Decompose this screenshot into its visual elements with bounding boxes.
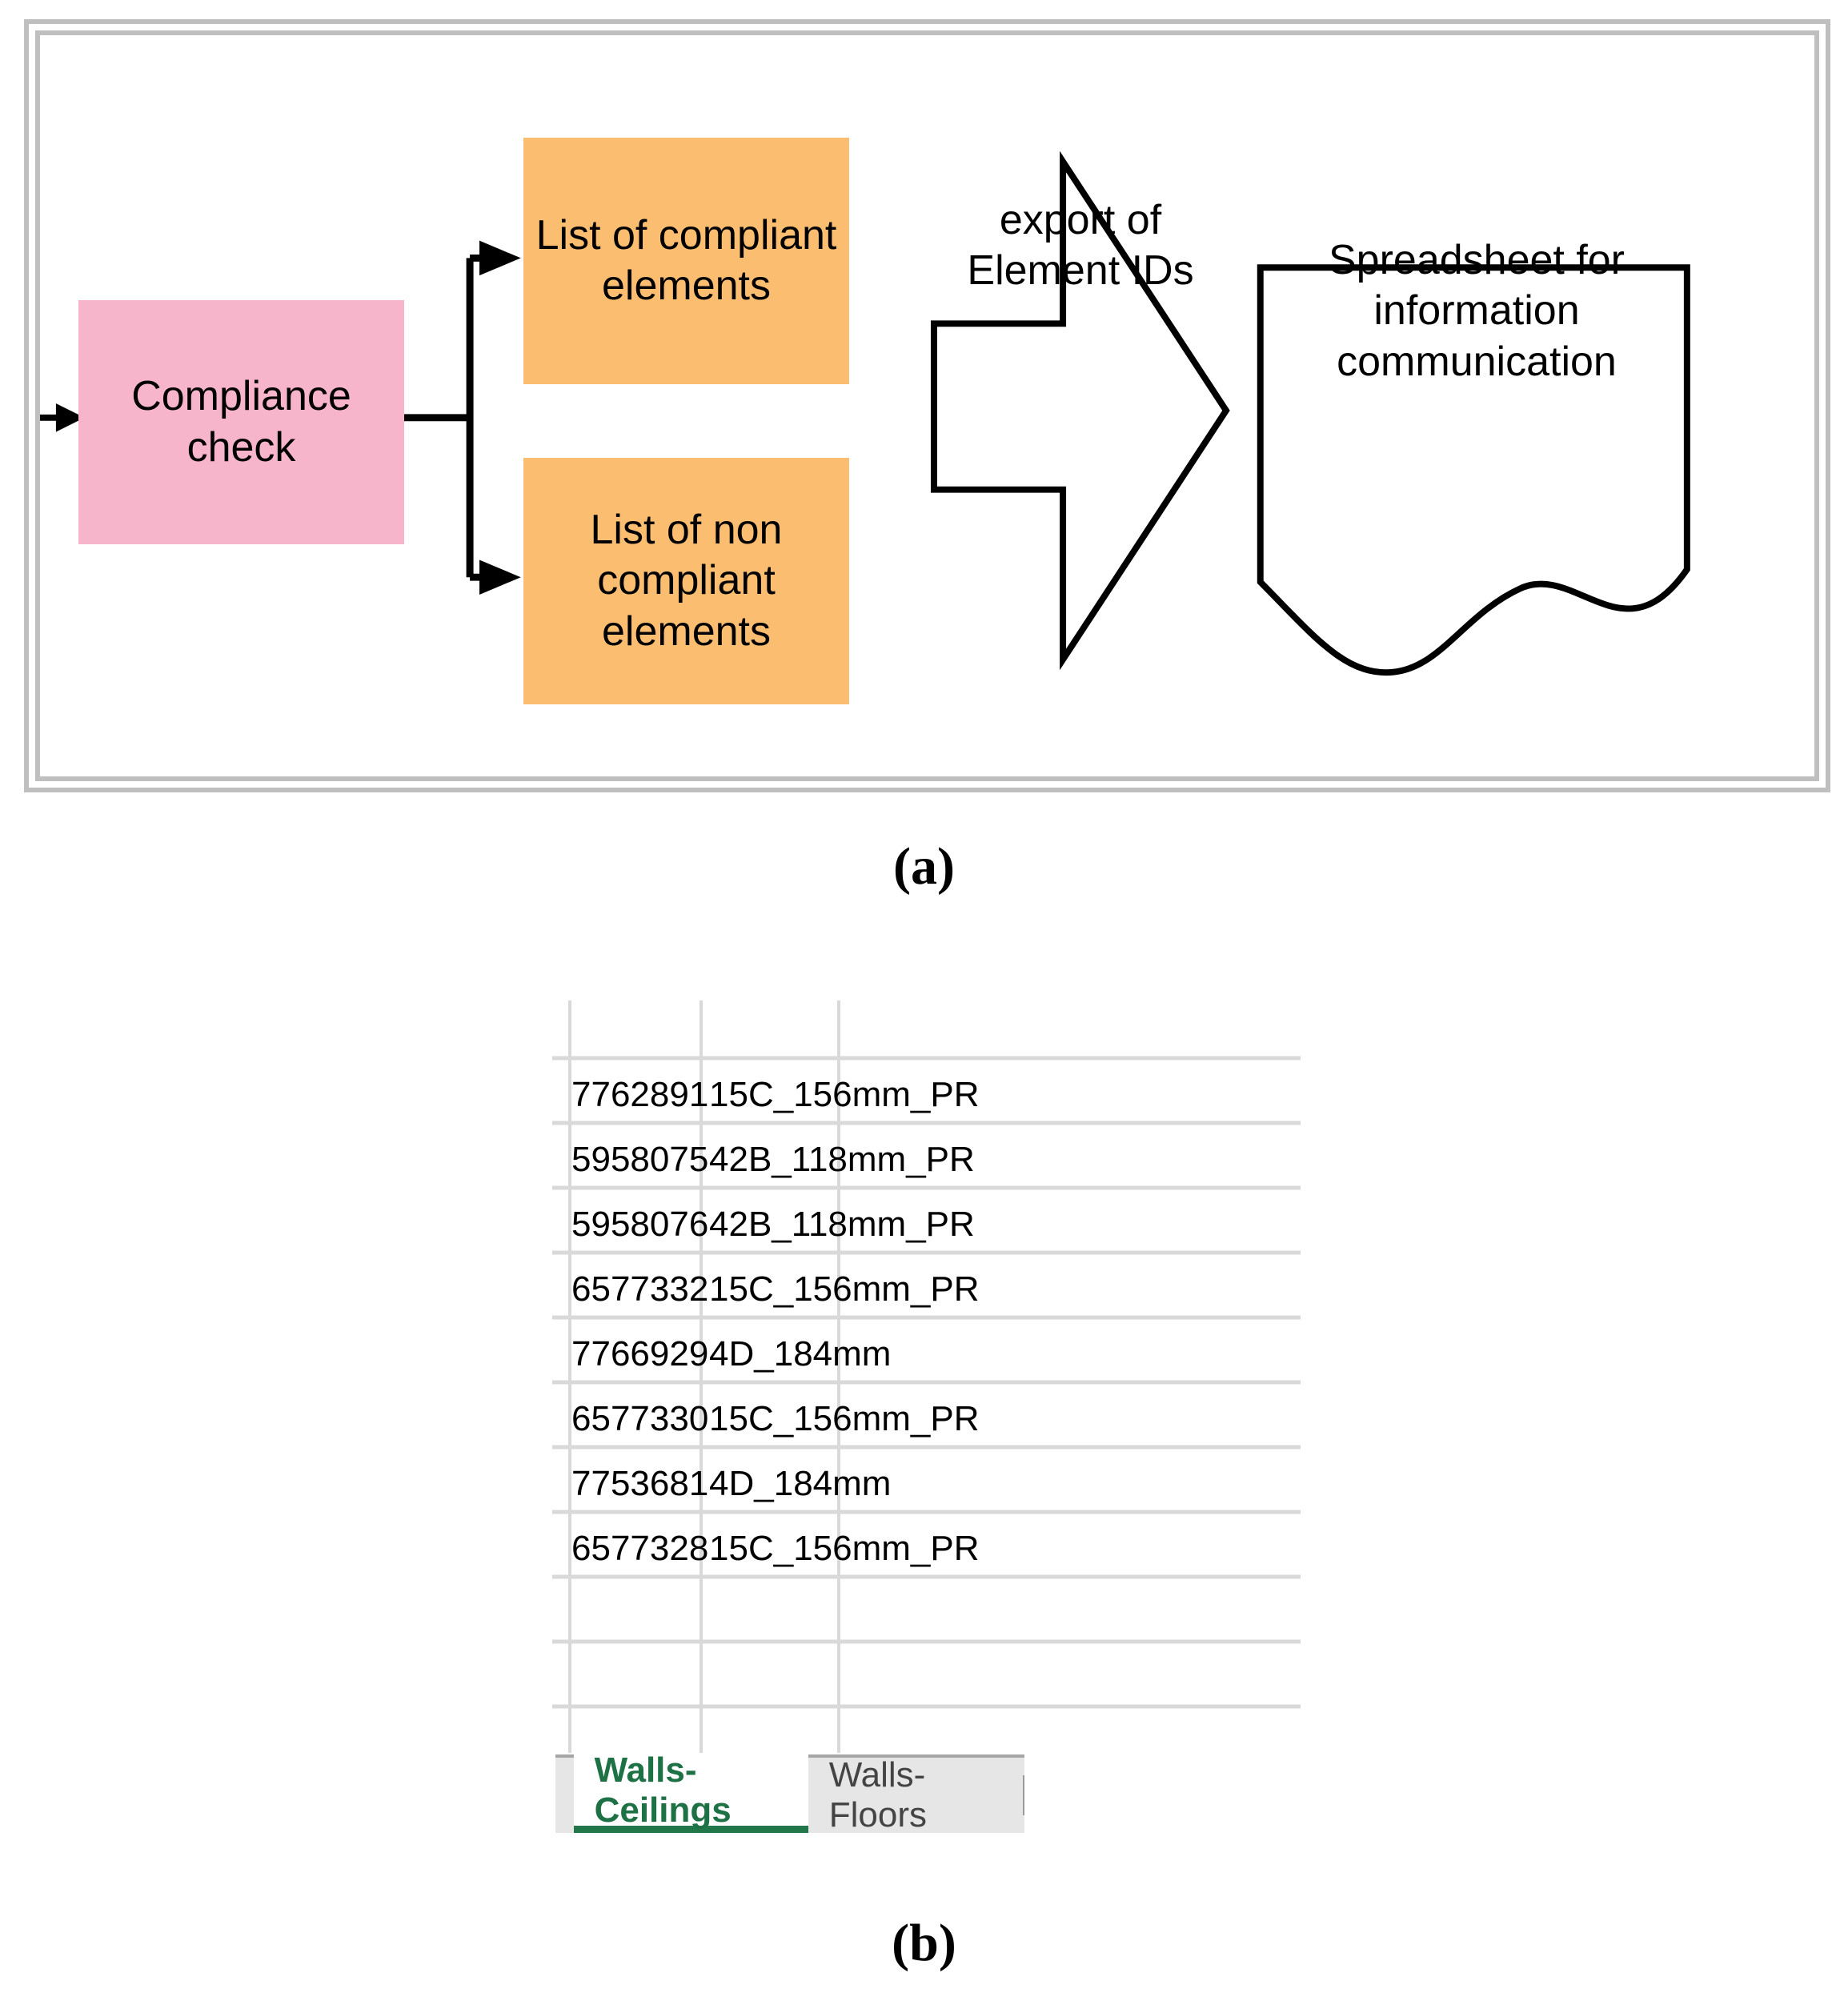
spreadsheet-document-label: Spreadsheet for information communicatio…	[1328, 237, 1626, 385]
cell-element-name[interactable]: 42B_118mm_PR	[709, 1205, 975, 1244]
data-box-list-compliant: List of compliant elements	[523, 138, 849, 384]
list-compliant-label: List of compliant elements	[535, 211, 837, 309]
tab-bar-left-gap	[555, 1758, 574, 1833]
cell-element-name[interactable]: 4D_184mm	[709, 1464, 892, 1503]
cell-element-name[interactable]: 15C_156mm_PR	[709, 1399, 980, 1438]
cell-element-name[interactable]: 15C_156mm_PR	[709, 1269, 980, 1309]
panel-a-frame: Compliance check List of compliant eleme…	[24, 19, 1830, 792]
spreadsheet-gridlines	[552, 1000, 1301, 1753]
sheet-tab-walls-floors[interactable]: Walls-Floors	[808, 1755, 1007, 1835]
cell-element-id[interactable]: 6577328	[571, 1529, 709, 1568]
cell-element-name[interactable]: 42B_118mm_PR	[709, 1140, 975, 1179]
panel-a-inner-frame: Compliance check List of compliant eleme…	[35, 30, 1819, 781]
data-box-list-noncompliant: List of non compliant elements	[523, 458, 849, 704]
tab-divider	[1022, 1775, 1024, 1815]
cell-element-id[interactable]: 6577330	[571, 1399, 709, 1438]
process-box-compliance-check: Compliance check	[78, 300, 404, 544]
cell-element-id[interactable]: 7753681	[571, 1464, 709, 1503]
cell-element-id[interactable]: 5958075	[571, 1140, 709, 1179]
caption-b: (b)	[892, 1914, 956, 1972]
list-noncompliant-label: List of non compliant elements	[590, 506, 783, 655]
cell-element-id[interactable]: 6577332	[571, 1269, 709, 1309]
cell-element-name[interactable]: 15C_156mm_PR	[709, 1529, 980, 1568]
cell-element-id[interactable]: 5958076	[571, 1205, 709, 1244]
caption-a: (a)	[893, 837, 955, 896]
compliance-check-label: Compliance check	[131, 373, 351, 471]
export-arrow-label: export of Element IDs	[967, 197, 1194, 295]
sheet-tab-walls-ceilings[interactable]: Walls-Ceilings	[573, 1750, 808, 1833]
cell-element-id[interactable]: 7766929	[571, 1334, 709, 1373]
cell-element-name[interactable]: 4D_184mm	[709, 1334, 892, 1373]
cell-element-name[interactable]: 15C_156mm_PR	[709, 1075, 980, 1114]
cell-element-id[interactable]: 7762891	[571, 1075, 709, 1114]
